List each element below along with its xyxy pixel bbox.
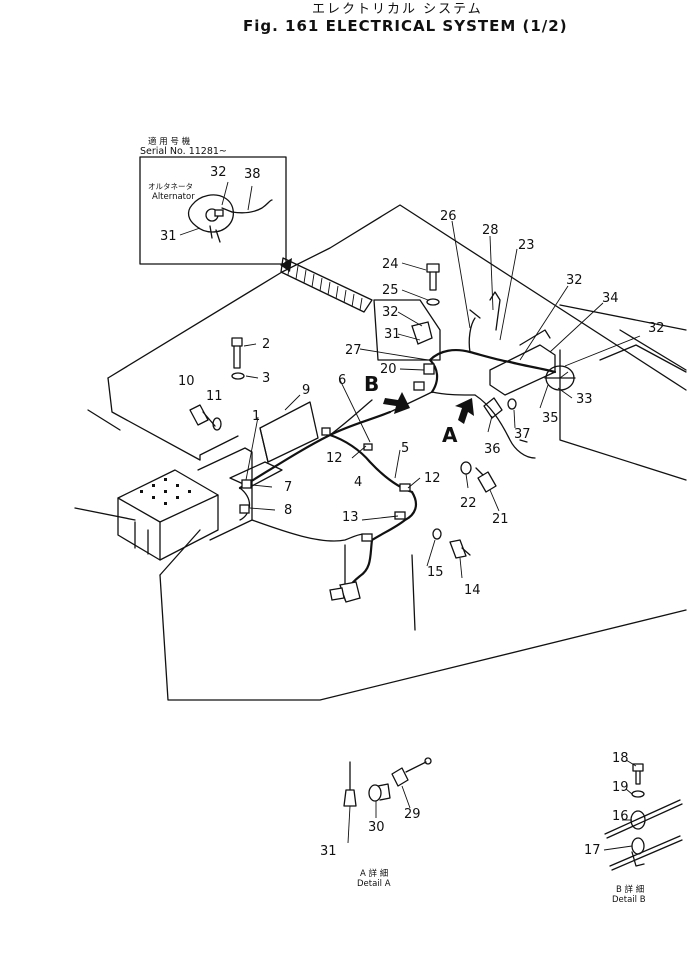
callout-26: 26: [440, 209, 457, 224]
bolt-36: [483, 397, 503, 419]
bolt-2: [231, 337, 243, 369]
view-arrow-b: [383, 392, 410, 414]
alternator-bracket: [469, 291, 556, 396]
callout-34: 34: [602, 291, 619, 306]
figure-title: Fig. 161 ELECTRICAL SYSTEM (1/2): [243, 17, 568, 35]
callout-22: 22: [460, 496, 477, 511]
callout-12b: 12: [424, 471, 441, 486]
callout-32-main: 32: [382, 305, 399, 320]
callout-29: 29: [404, 807, 421, 822]
cover-plate: [259, 401, 319, 463]
washer-19: [631, 790, 645, 798]
detail-b-label-jp: B 詳 細: [616, 884, 644, 895]
callout-36: 36: [484, 442, 501, 457]
callout-27: 27: [345, 343, 362, 358]
title-japanese: エレクトリカル システム: [312, 2, 483, 17]
callout-9: 9: [302, 383, 310, 398]
detail-a-drawing: A 詳 細 Detail A: [343, 757, 432, 889]
bolt-21: [475, 467, 497, 493]
leader-lines: [243, 220, 641, 851]
washer-3: [231, 372, 245, 380]
callout-32-inset: 32: [210, 165, 227, 180]
callout-32-right-a: 32: [566, 273, 583, 288]
detail-a-label: Detail A: [357, 879, 391, 889]
inset-pointer: [280, 257, 373, 313]
clamp-17: [609, 835, 683, 871]
callout-25: 25: [382, 283, 399, 298]
callout-15: 15: [427, 565, 444, 580]
callout-24: 24: [382, 257, 399, 272]
callout-6: 6: [338, 373, 346, 388]
callout-18: 18: [612, 751, 629, 766]
callout-2: 2: [262, 337, 270, 352]
callout-5: 5: [401, 441, 409, 456]
callout-4: 4: [354, 475, 362, 490]
washer-22: [460, 461, 472, 475]
bolt-24: [426, 263, 440, 291]
callout-30: 30: [368, 820, 385, 835]
plug-30: [368, 783, 391, 802]
alternator-drawing: [187, 194, 273, 243]
callout-21: 21: [492, 512, 509, 527]
detail-b-label: Detail B: [612, 895, 646, 905]
callout-7: 7: [284, 480, 292, 495]
callout-28: 28: [482, 223, 499, 238]
bolt-18: [632, 763, 644, 785]
callouts: 1 2 3 4 5 6 7 8 9 10 11 12 12 13 14 15 1…: [160, 165, 665, 859]
callout-35: 35: [542, 411, 559, 426]
detail-b-drawing: B 詳 細 Detail B: [604, 763, 683, 905]
callout-31-main: 31: [384, 327, 401, 342]
callout-1: 1: [252, 409, 260, 424]
serial-inset: 適 用 号 機 Serial No. 11281~ オルタネータ Alterna…: [139, 136, 287, 265]
callout-33: 33: [576, 392, 593, 407]
wiring-harness: [238, 317, 557, 602]
callout-17: 17: [584, 843, 601, 858]
inset-alternator-jp: オルタネータ: [148, 182, 193, 191]
inset-alternator: Alternator: [152, 192, 195, 202]
inset-applicable-jp: 適 用 号 機: [148, 136, 191, 147]
sender-31: [343, 761, 357, 807]
switch-29: [391, 757, 432, 787]
callout-38: 38: [244, 167, 261, 182]
callout-3: 3: [262, 371, 270, 386]
callout-14: 14: [464, 583, 481, 598]
callout-11: 11: [206, 389, 223, 404]
callout-12a: 12: [326, 451, 343, 466]
inset-serial: Serial No. 11281~: [140, 146, 227, 157]
callout-37: 37: [514, 427, 531, 442]
callout-31-inset: 31: [160, 229, 177, 244]
box-31-32: [373, 299, 441, 361]
detail-a-label-jp: A 詳 細: [360, 868, 388, 879]
callout-20: 20: [380, 362, 397, 377]
washer-15: [432, 528, 442, 540]
view-marker-a: A: [442, 423, 458, 447]
connector-20: [413, 363, 435, 391]
machine-body-outline: [74, 204, 687, 701]
callout-19: 19: [612, 780, 629, 795]
view-arrow-a: [455, 398, 474, 424]
callout-31-detail: 31: [320, 844, 337, 859]
washer-11: [212, 417, 222, 431]
callout-10: 10: [178, 374, 195, 389]
view-marker-b: B: [364, 372, 380, 396]
callout-13: 13: [342, 510, 359, 525]
bolt-10: [189, 404, 216, 427]
callout-8: 8: [284, 503, 292, 518]
harness-clamps: [239, 427, 411, 603]
battery: [117, 469, 219, 561]
bolt-14: [449, 539, 471, 559]
callout-16: 16: [612, 809, 629, 824]
washer-37: [507, 398, 517, 410]
washer-25: [426, 298, 440, 306]
callout-23: 23: [518, 238, 535, 253]
callout-32-right-b: 32: [648, 321, 665, 336]
